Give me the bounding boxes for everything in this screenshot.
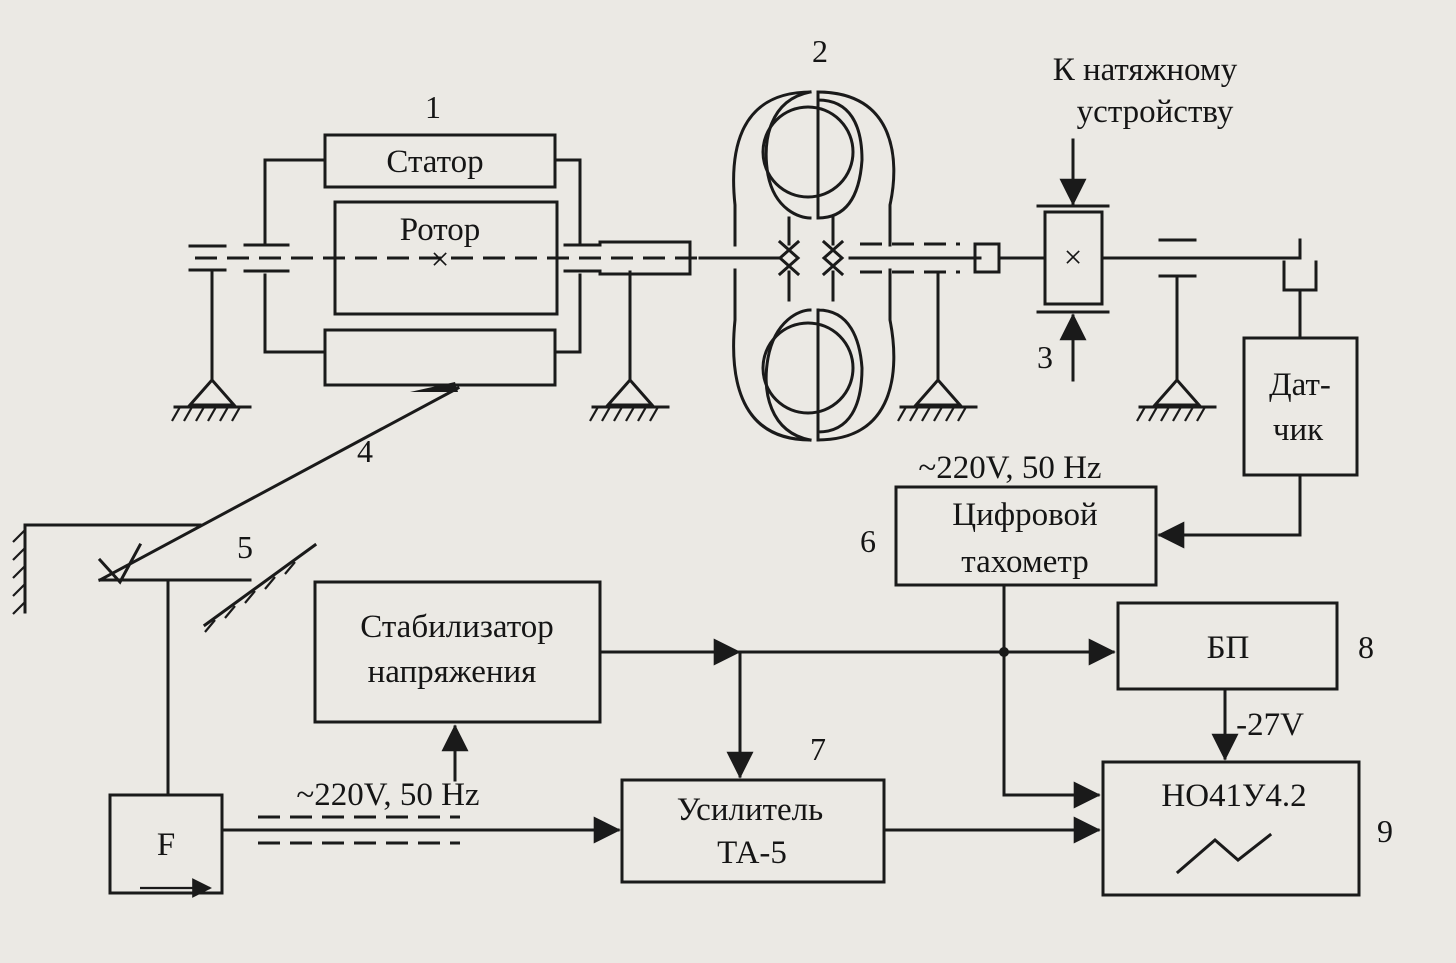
voltage-27-label: -27V: [1236, 707, 1304, 743]
shaft: [188, 238, 1302, 278]
stabilizer-box: [313, 580, 602, 724]
sensor-label-line1: Дат-: [1269, 367, 1331, 403]
stator-lower-box: [323, 328, 557, 387]
force-sensor-box: [108, 793, 224, 895]
callout-5: 5: [237, 529, 253, 565]
rotor-cross: ×: [431, 242, 450, 278]
tachometer-box: [894, 485, 1158, 587]
stabilizer-label-line1: Стабилизатор: [360, 609, 553, 645]
callout-8: 8: [1358, 629, 1374, 665]
stabilizer-label-line2: напряжения: [368, 654, 537, 690]
rotor-label: Ротор: [400, 212, 481, 248]
support-middle-2: [897, 270, 978, 422]
coupling-cross: ×: [1064, 240, 1083, 276]
power-supply-box: [1116, 601, 1339, 691]
lever-arm: [12, 382, 461, 797]
recorder-box: [1101, 760, 1361, 897]
support-left: [171, 270, 252, 422]
power-supply-label: БП: [1207, 630, 1250, 666]
support-middle-1: [589, 270, 670, 422]
callout-7: 7: [810, 731, 826, 767]
stator-label: Статор: [386, 144, 483, 180]
tachometer-label-line2: тахометр: [961, 544, 1088, 580]
recorder-label: НО41У4.2: [1161, 778, 1306, 814]
callout-3: 3: [1037, 339, 1053, 375]
stator-bracket-left-bottom: [263, 273, 327, 354]
callout-4: 4: [357, 433, 373, 469]
motor-assembly: [243, 133, 602, 387]
stator-bracket-right-bottom: [553, 273, 582, 354]
mains-label-top: ~220V, 50 Hz: [918, 450, 1101, 486]
sensor-label-line2: чик: [1273, 412, 1324, 448]
callout-1: 1: [425, 89, 441, 125]
sensor-box: [1242, 336, 1359, 477]
callout-2: 2: [812, 33, 828, 69]
stator-bracket-right-top: [553, 158, 582, 247]
callout-6: 6: [860, 523, 876, 559]
force-sensor-label: F: [157, 827, 175, 863]
signal-connections: [220, 473, 1302, 845]
sensor-linkage: [1282, 238, 1318, 340]
recorder-trace-icon: [1175, 832, 1273, 875]
callout-9: 9: [1377, 813, 1393, 849]
tensioner-label-line2: устройству: [1077, 94, 1234, 130]
amplifier-label-line1: Усилитель: [677, 792, 823, 828]
tachometer-label-line1: Цифровой: [952, 497, 1097, 533]
stator-bracket-left-top: [263, 158, 327, 247]
hydraulic-coupling: [732, 90, 896, 442]
mains-label-bottom: ~220V, 50 Hz: [296, 777, 479, 813]
tensioner-label-line1: К натяжному: [1053, 52, 1238, 88]
amplifier-label-line2: ТА-5: [717, 835, 787, 871]
support-right: [1136, 274, 1217, 422]
tension-bearing: [1036, 138, 1110, 382]
